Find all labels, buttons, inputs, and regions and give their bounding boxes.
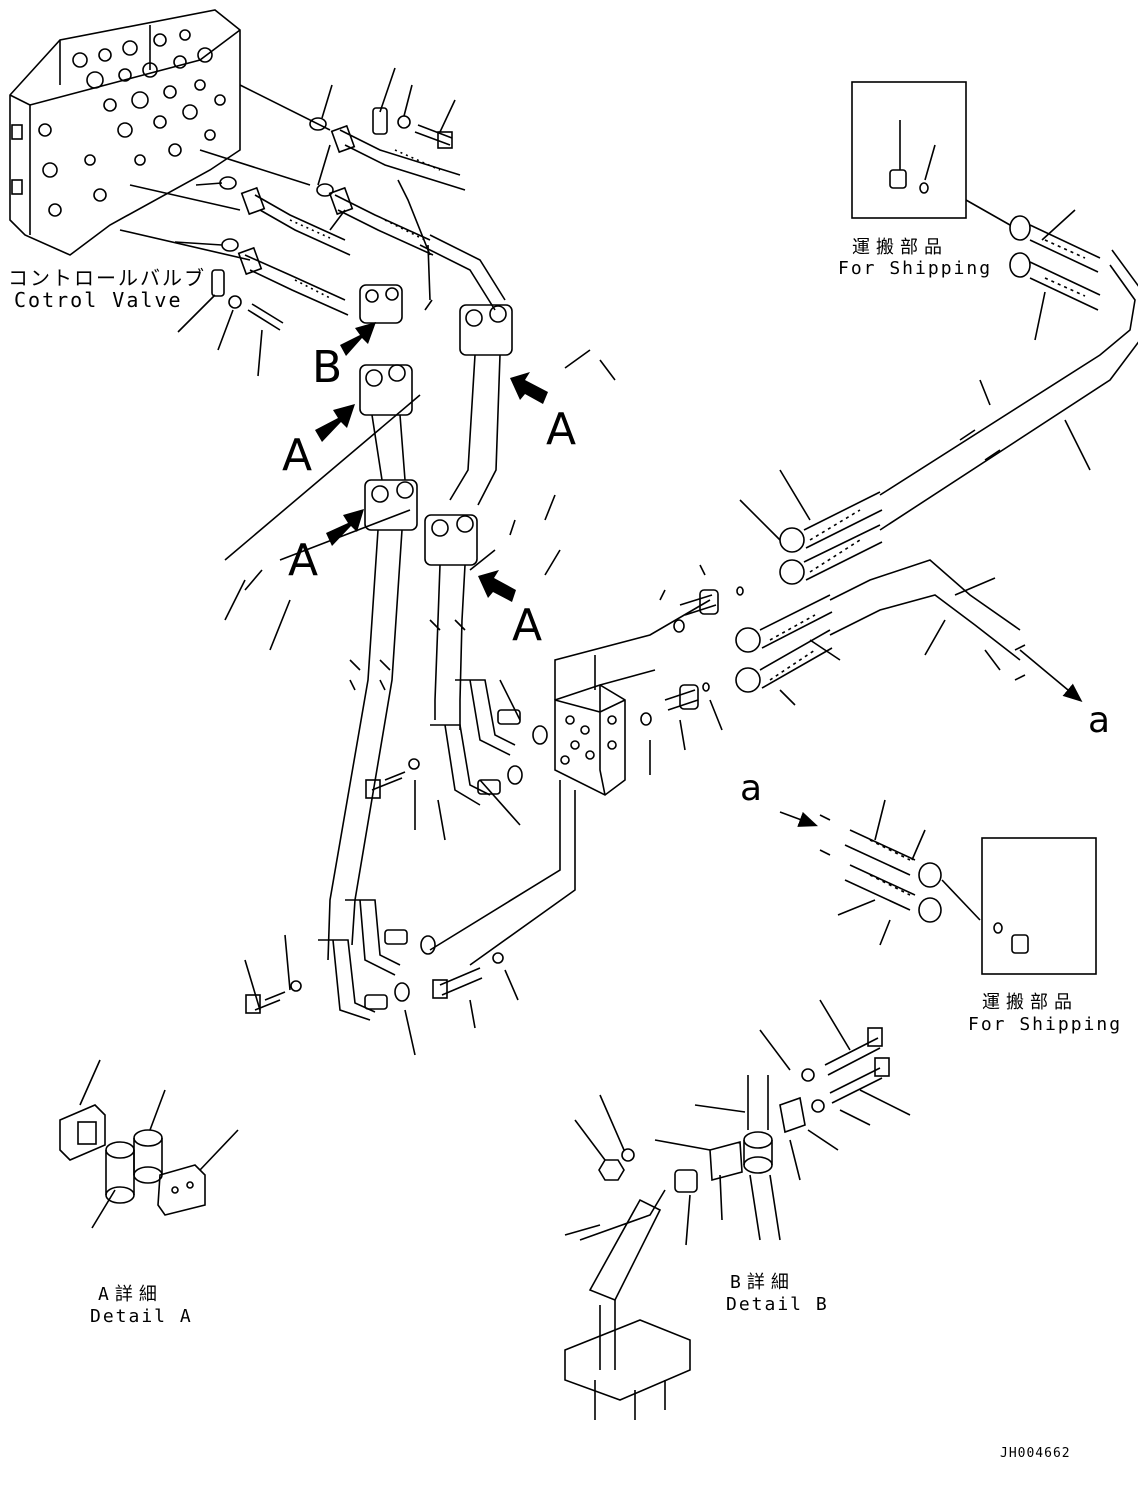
marker-a-arrow-in: a bbox=[740, 768, 763, 809]
marker-a-right-lower: A bbox=[512, 600, 543, 651]
shipping-label-right-jp: 運搬部品 bbox=[982, 992, 1078, 1013]
control-valve-label-jp: コントロールバルブ bbox=[8, 266, 206, 290]
marker-a-left-upper: A bbox=[282, 430, 313, 481]
detail-b-label-en: Detail B bbox=[726, 1294, 829, 1315]
detail-a-label-jp: A詳細 bbox=[98, 1284, 163, 1305]
shipping-label-right-en: For Shipping bbox=[968, 1014, 1123, 1035]
detail-b-label-jp: B詳細 bbox=[730, 1272, 795, 1293]
detail-a-label-en: Detail A bbox=[90, 1306, 193, 1327]
marker-b: B bbox=[312, 342, 343, 393]
control-valve-label-en: Cotrol Valve bbox=[14, 288, 183, 312]
shipping-label-top-en: For Shipping bbox=[838, 258, 993, 279]
black-arrows bbox=[315, 322, 548, 602]
detail-b-drawing bbox=[564, 999, 911, 1420]
marker-a-arrow-out: a bbox=[1088, 700, 1111, 741]
detail-a-drawing bbox=[59, 1059, 239, 1229]
shipping-label-top-jp: 運搬部品 bbox=[852, 237, 948, 258]
control-valve-block bbox=[9, 9, 241, 256]
marker-a-right-upper: A bbox=[546, 404, 577, 455]
drawing-code: JH004662 bbox=[1000, 1446, 1071, 1461]
marker-a-left-lower: A bbox=[288, 535, 319, 586]
